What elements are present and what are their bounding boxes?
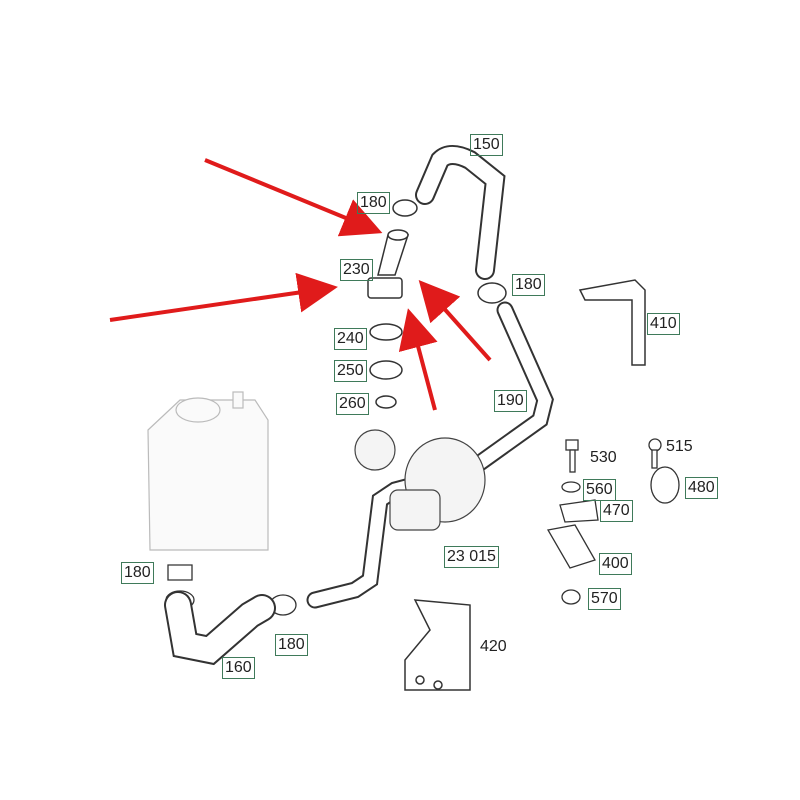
arrow-3 (418, 280, 492, 362)
label-410: 410 (647, 313, 680, 335)
label-180-bottom: 180 (275, 634, 308, 656)
label-180-left: 180 (121, 562, 154, 584)
water-pump (354, 429, 486, 531)
coolant-reservoir (147, 391, 269, 551)
label-250: 250 (334, 360, 367, 382)
bracket-410 (578, 279, 646, 366)
bracket-420 (404, 599, 471, 691)
hose-160 (164, 591, 276, 666)
label-180-top: 180 (357, 192, 390, 214)
label-420: 420 (480, 638, 507, 655)
red-arrows (109, 158, 492, 411)
label-230: 230 (340, 259, 373, 281)
label-180-right: 180 (512, 274, 545, 296)
label-480: 480 (685, 477, 718, 499)
label-150: 150 (470, 134, 503, 156)
arrow-1 (204, 158, 383, 237)
label-560: 560 (583, 479, 616, 501)
label-515: 515 (666, 438, 693, 455)
label-240: 240 (334, 328, 367, 350)
label-570: 570 (588, 588, 621, 610)
label-260: 260 (336, 393, 369, 415)
fitting-230 (367, 199, 507, 409)
label-190: 190 (494, 390, 527, 412)
hose-150 (415, 145, 506, 280)
label-160: 160 (222, 657, 255, 679)
label-400: 400 (599, 553, 632, 575)
label-470: 470 (600, 500, 633, 522)
label-23015: 23 015 (444, 546, 499, 568)
label-530: 530 (590, 449, 617, 466)
arrow-4 (398, 308, 438, 411)
arrow-2 (109, 272, 338, 322)
